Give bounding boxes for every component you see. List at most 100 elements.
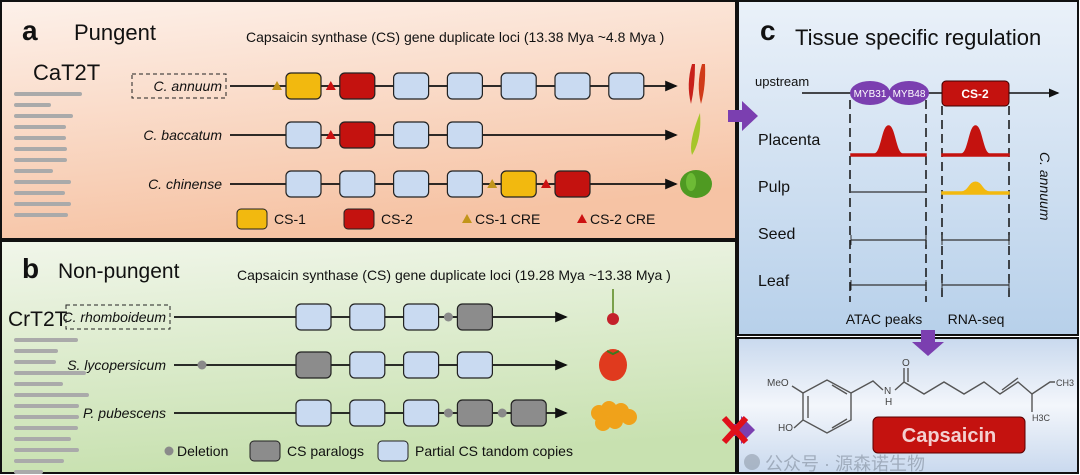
physalis-icon xyxy=(591,401,637,431)
cs2-cre-triangle xyxy=(541,179,551,188)
rna-seq-peak xyxy=(941,125,1010,157)
tandem-gene-box xyxy=(446,121,483,149)
paralog-gene-box xyxy=(456,399,493,427)
cs2-swatch xyxy=(343,208,375,230)
tandem-gene-box xyxy=(285,121,322,149)
locus-row: P. pubescens xyxy=(83,399,637,431)
cs1-cre-triangle xyxy=(462,214,472,223)
atac-peak xyxy=(850,125,927,157)
panel-a-letter: a xyxy=(22,15,38,46)
legend-item: CS-1 xyxy=(236,208,306,230)
tissue-label: Pulp xyxy=(758,179,790,196)
legend-item: CS-2 xyxy=(343,208,413,230)
legend-label: CS-2 xyxy=(381,211,413,227)
tissue-row: Leaf xyxy=(758,273,1010,290)
chromosome-illustration-a xyxy=(14,92,82,217)
legend-item: CS-2 CRE xyxy=(577,211,655,227)
cs2-gene-box: CS-2 xyxy=(941,80,1010,107)
tandem-gene-box xyxy=(403,399,440,427)
tandem-gene-box xyxy=(393,72,430,100)
tissue-label: Placenta xyxy=(758,132,820,149)
cs1-cre-triangle xyxy=(487,179,498,188)
legend-label: Partial CS tandom copies xyxy=(415,443,573,459)
locus-row: C. rhomboideum xyxy=(63,289,619,331)
reference-genome-box xyxy=(65,304,171,330)
panel-b-subtitle: Capsaicin synthase (CS) gene duplicate l… xyxy=(237,267,671,283)
species-label: C. baccatum xyxy=(143,127,222,143)
deletion-dot xyxy=(443,408,453,418)
tandem-gene-box xyxy=(349,303,386,331)
ch3-label: CH3 xyxy=(1056,378,1074,388)
tandem-gene-box xyxy=(403,351,440,379)
cs2-gene-box xyxy=(554,170,591,198)
legend-label: Deletion xyxy=(177,443,228,459)
tandem-gene-box xyxy=(295,399,332,427)
panel-b-legend: Deletion CS paralogs Partial CS tandom cop… xyxy=(164,440,573,462)
tandem-gene-box xyxy=(446,170,483,198)
tandem-gene-box xyxy=(349,399,386,427)
tandem-gene-box xyxy=(295,303,332,331)
arrow-down-icon xyxy=(912,330,944,356)
panel-b-genome: CrT2T xyxy=(8,308,68,331)
svg-text:CS-2: CS-2 xyxy=(961,87,989,101)
panel-b-letter: b xyxy=(22,253,39,284)
cs1-gene-box xyxy=(285,72,322,100)
tandem-gene-box xyxy=(339,170,376,198)
ho-label: HO xyxy=(778,423,793,434)
paralog-gene-box xyxy=(510,399,547,427)
svg-text:MYB48: MYB48 xyxy=(893,89,926,100)
tissue-row: Placenta xyxy=(758,125,1010,157)
tissue-row: Pulp xyxy=(758,179,1010,196)
o-label: O xyxy=(902,358,910,369)
chromosome-illustration-b xyxy=(14,338,89,474)
cs2-cre-triangle xyxy=(577,214,587,223)
h-label: H xyxy=(885,397,892,408)
species-label-vertical: C. annuum xyxy=(1037,152,1053,221)
species-label: C. annuum xyxy=(154,78,223,94)
panel-c-bg xyxy=(737,0,1079,336)
green-pepper-icon xyxy=(680,170,712,198)
species-label: S. lycopersicum xyxy=(67,357,166,373)
locus-row: C. annuum xyxy=(131,64,706,104)
tandem-gene-box xyxy=(500,72,537,100)
reference-genome-box xyxy=(131,73,227,99)
legend-label: CS-1 CRE xyxy=(475,211,540,227)
deletion-dot xyxy=(443,312,453,322)
panel-b-loci: C. rhomboideum S. lycopersicum P. pubescen… xyxy=(63,289,637,431)
cs1-cre-triangle xyxy=(272,81,282,90)
panel-a-title: Pungent xyxy=(74,20,156,45)
cs2-gene-box xyxy=(339,121,376,149)
paralog-gene-box xyxy=(295,351,332,379)
arrow-right-icon xyxy=(728,101,758,131)
tandem-gene-box xyxy=(349,351,386,379)
tandem-gene-box xyxy=(608,72,645,100)
capsaicin-product-box: Capsaicin xyxy=(872,416,1026,454)
tissue-label: Leaf xyxy=(758,273,790,290)
col-atac-label: ATAC peaks xyxy=(846,311,923,327)
rna-seq-peak xyxy=(941,181,1010,195)
tandem-gene-box xyxy=(456,351,493,379)
blocked-arrow-icon xyxy=(721,415,755,445)
paralog-gene-box xyxy=(456,303,493,331)
legend-item: CS paralogs xyxy=(249,440,364,462)
species-label: C. rhomboideum xyxy=(63,309,167,325)
locus-row: S. lycopersicum xyxy=(67,349,627,381)
tandem-gene-box xyxy=(554,72,591,100)
col-rna-label: RNA-seq xyxy=(948,311,1005,327)
panel-c-letter: c xyxy=(760,15,776,46)
panel-a-bg xyxy=(0,0,737,240)
species-label: P. pubescens xyxy=(83,405,166,421)
legend-item: CS-1 CRE xyxy=(462,211,540,227)
svg-text:MYB31: MYB31 xyxy=(854,89,887,100)
svg-text:Capsaicin: Capsaicin xyxy=(902,425,996,447)
panel-b-title: Non-pungent xyxy=(58,260,180,283)
dashed-guides xyxy=(849,100,1010,302)
panel-c-title: Tissue specific regulation xyxy=(795,25,1041,50)
tandem-swatch xyxy=(377,440,409,462)
legend-label: CS-2 CRE xyxy=(590,211,655,227)
panel-a-subtitle: Capsaicin synthase (CS) gene duplicate l… xyxy=(246,29,664,45)
tandem-gene-box xyxy=(393,170,430,198)
